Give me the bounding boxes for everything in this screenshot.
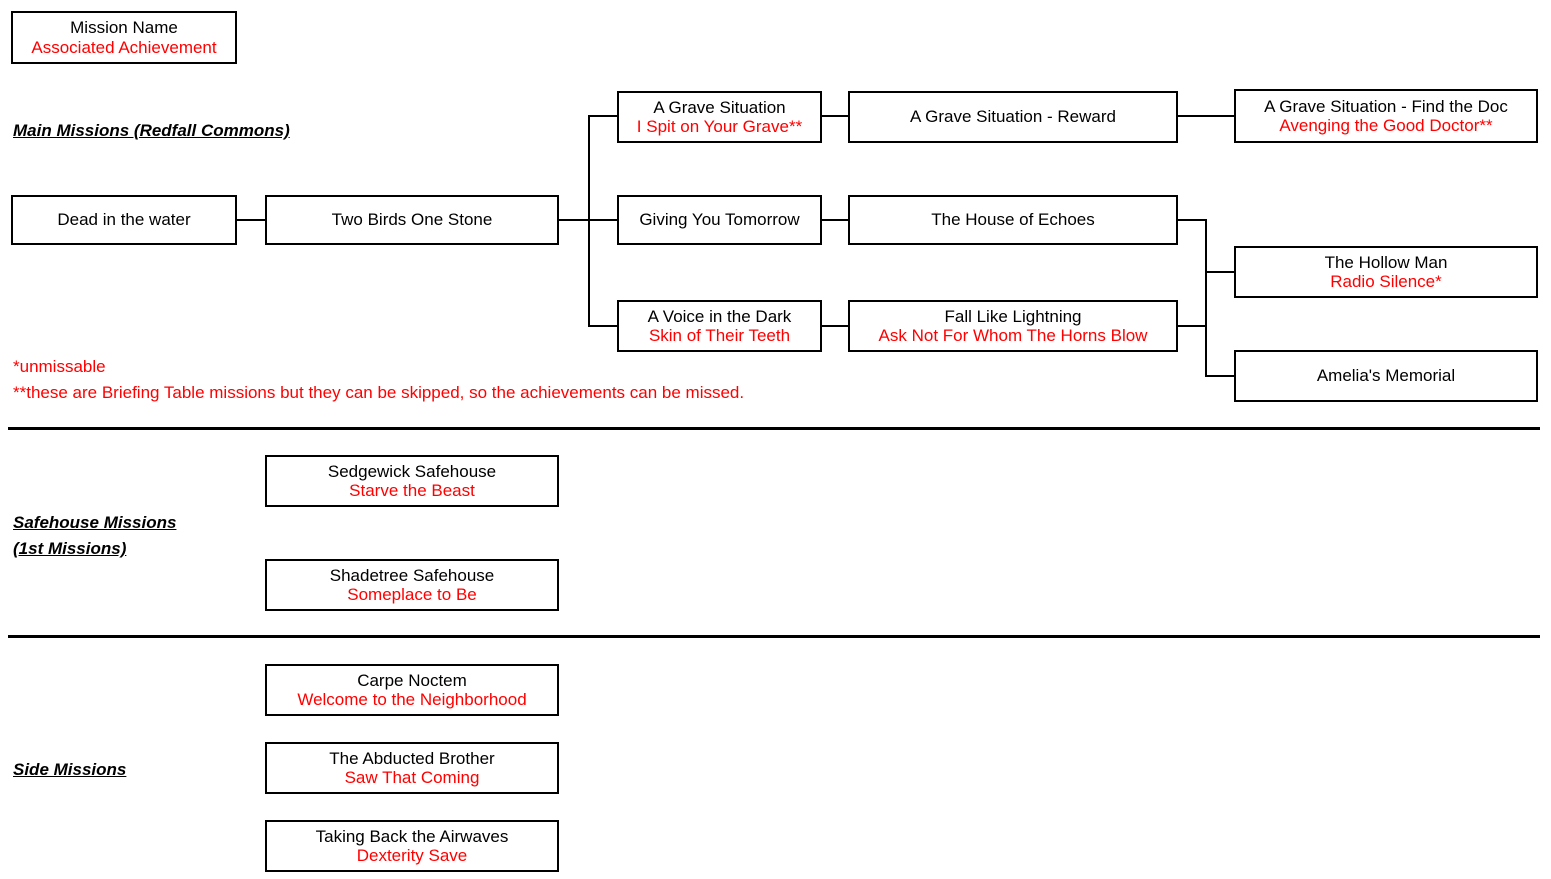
mission-node-a-grave-situation-reward[interactable]: A Grave Situation - Reward xyxy=(848,91,1178,143)
mission-achievement: Dexterity Save xyxy=(356,846,468,865)
connector-merge-to-amelia xyxy=(1205,375,1235,377)
mission-node-taking-back-the-airwaves[interactable]: Taking Back the Airwaves Dexterity Save xyxy=(265,820,559,872)
mission-title: Fall Like Lightning xyxy=(944,306,1082,326)
connector-trunk-vertical xyxy=(588,115,590,327)
mission-node-a-grave-situation[interactable]: A Grave Situation I Spit on Your Grave** xyxy=(617,91,822,143)
connector-trunk-to-grave-situation xyxy=(588,115,619,117)
mission-title: Dead in the water xyxy=(57,210,191,230)
mission-achievement: Skin of Their Teeth xyxy=(648,326,791,345)
mission-node-amelias-memorial[interactable]: Amelia's Memorial xyxy=(1234,350,1538,402)
mission-node-fall-like-lightning[interactable]: Fall Like Lightning Ask Not For Whom The… xyxy=(848,300,1178,352)
mission-title: Giving You Tomorrow xyxy=(639,210,800,230)
mission-title: A Grave Situation xyxy=(653,97,786,117)
mission-title: A Grave Situation - Find the Doc xyxy=(1264,96,1508,116)
mission-achievement: Ask Not For Whom The Horns Blow xyxy=(878,326,1148,345)
footnote-unmissable: *unmissable xyxy=(13,357,106,376)
mission-title: The Hollow Man xyxy=(1324,252,1448,272)
mission-achievement: Someplace to Be xyxy=(347,585,477,604)
connector-merge-to-hollow-man-vertical xyxy=(1205,219,1207,272)
section-label-safehouse-line1: Safehouse Missions xyxy=(13,513,177,532)
mission-node-a-voice-in-the-dark[interactable]: A Voice in the Dark Skin of Their Teeth xyxy=(617,300,822,352)
mission-title: Amelia's Memorial xyxy=(1316,366,1456,386)
section-label-main-missions: Main Missions (Redfall Commons) xyxy=(13,121,290,140)
connector-grave-situation-to-reward xyxy=(821,115,849,117)
mission-node-a-grave-situation-find-the-doc[interactable]: A Grave Situation - Find the Doc Avengin… xyxy=(1234,89,1538,143)
mission-title: The House of Echoes xyxy=(931,210,1095,230)
mission-achievement: Starve the Beast xyxy=(349,481,475,500)
mission-achievement: Avenging the Good Doctor** xyxy=(1279,116,1493,135)
mission-node-the-abducted-brother[interactable]: The Abducted Brother Saw That Coming xyxy=(265,742,559,794)
connector-twobirds-to-trunk xyxy=(558,219,589,221)
connector-dead-to-twobirds xyxy=(237,219,266,221)
section-label-safehouse-line2: (1st Missions) xyxy=(13,539,127,559)
mission-title: Carpe Noctem xyxy=(357,670,467,690)
connector-trunk-to-voice-in-the-dark xyxy=(588,325,619,327)
footnote-briefing-table: **these are Briefing Table missions but … xyxy=(13,383,745,402)
mission-title: The Abducted Brother xyxy=(329,748,495,768)
mission-node-the-house-of-echoes[interactable]: The House of Echoes xyxy=(848,195,1178,245)
section-divider-safehouse-side xyxy=(8,635,1540,638)
legend-mission-name-label: Mission Name xyxy=(70,18,178,38)
mission-node-the-hollow-man[interactable]: The Hollow Man Radio Silence* xyxy=(1234,246,1538,298)
mission-node-giving-you-tomorrow[interactable]: Giving You Tomorrow xyxy=(617,195,822,245)
mission-node-dead-in-the-water[interactable]: Dead in the water xyxy=(11,195,237,245)
mission-node-two-birds-one-stone[interactable]: Two Birds One Stone xyxy=(265,195,559,245)
connector-voice-to-fall-like-lightning xyxy=(821,325,849,327)
mission-node-carpe-noctem[interactable]: Carpe Noctem Welcome to the Neighborhood xyxy=(265,664,559,716)
connector-trunk-to-giving-you-tomorrow xyxy=(588,219,619,221)
section-label-side-missions: Side Missions xyxy=(13,760,127,779)
mission-achievement: Welcome to the Neighborhood xyxy=(297,690,527,709)
connector-merge-to-amelia-vertical xyxy=(1205,325,1207,376)
mission-node-sedgewick-safehouse[interactable]: Sedgewick Safehouse Starve the Beast xyxy=(265,455,559,507)
connector-house-of-echoes-to-merge xyxy=(1177,219,1207,221)
connector-giving-to-house-of-echoes xyxy=(821,219,849,221)
connector-merge-to-hollow-man xyxy=(1205,271,1235,273)
connector-reward-to-find-the-doc xyxy=(1177,115,1235,117)
mission-title: Sedgewick Safehouse xyxy=(327,461,497,481)
mission-title: Taking Back the Airwaves xyxy=(315,826,509,846)
mission-achievement: I Spit on Your Grave** xyxy=(636,117,803,136)
mission-title: A Grave Situation - Reward xyxy=(910,107,1116,127)
section-label-safehouse-missions: Safehouse Missions (1st Missions) xyxy=(13,510,176,563)
mission-achievement: Radio Silence* xyxy=(1330,272,1442,291)
mission-achievement: Saw That Coming xyxy=(344,768,480,787)
legend-achievement-label: Associated Achievement xyxy=(31,37,217,57)
mission-node-shadetree-safehouse[interactable]: Shadetree Safehouse Someplace to Be xyxy=(265,559,559,611)
mission-title: Two Birds One Stone xyxy=(331,210,493,230)
legend-key-box: Mission Name Associated Achievement xyxy=(11,11,237,64)
connector-merge-vertical xyxy=(1205,219,1207,327)
connector-fall-like-lightning-to-merge xyxy=(1177,325,1207,327)
mission-title: A Voice in the Dark xyxy=(647,306,792,326)
mission-title: Shadetree Safehouse xyxy=(329,565,495,585)
section-divider-main-safehouse xyxy=(8,427,1540,430)
